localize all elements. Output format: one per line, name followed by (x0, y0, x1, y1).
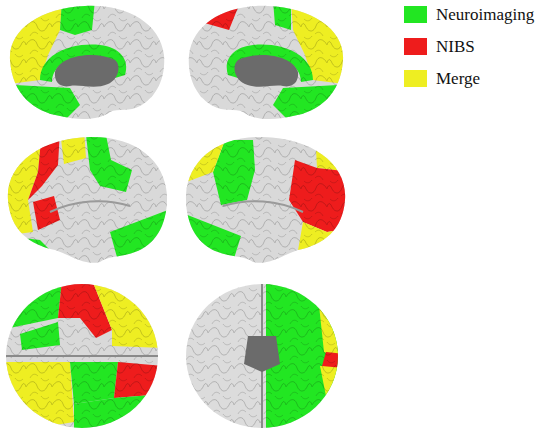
gyri-texture (0, 0, 175, 125)
legend-entry: Merge (400, 68, 484, 90)
legend-entry: Neuroimaging (400, 4, 538, 26)
legend-label: NIBS (436, 36, 475, 57)
legend-label: Neuroimaging (436, 4, 534, 25)
gyri-texture (0, 130, 175, 270)
cortex (0, 280, 165, 434)
sylvian-fissure (50, 201, 130, 212)
cortex (178, 130, 353, 270)
cortex (0, 0, 175, 125)
corpus-callosum (55, 55, 119, 87)
corpus-callosum (234, 55, 298, 87)
sylvian-fissure (223, 201, 303, 212)
ventral-brain (180, 280, 345, 434)
legend-swatch (404, 70, 427, 87)
lateral-brain-right (178, 130, 353, 270)
medial-brain-right (178, 0, 353, 125)
legend-swatch (404, 6, 427, 23)
gyri-texture (178, 130, 353, 270)
gyri-texture (178, 0, 353, 125)
cortex (180, 280, 345, 434)
dorsal-brain (0, 280, 165, 434)
cortex (0, 130, 175, 270)
gyri-texture (180, 280, 345, 434)
medial-brain-left (0, 0, 175, 125)
lateral-brain-left (0, 130, 175, 270)
legend-entry: NIBS (400, 36, 479, 58)
legend-label: Merge (436, 68, 480, 89)
cortex (178, 0, 353, 125)
brainstem (244, 336, 280, 372)
gyri-texture (0, 280, 165, 434)
legend-swatch (404, 38, 427, 55)
midline (0, 355, 165, 357)
